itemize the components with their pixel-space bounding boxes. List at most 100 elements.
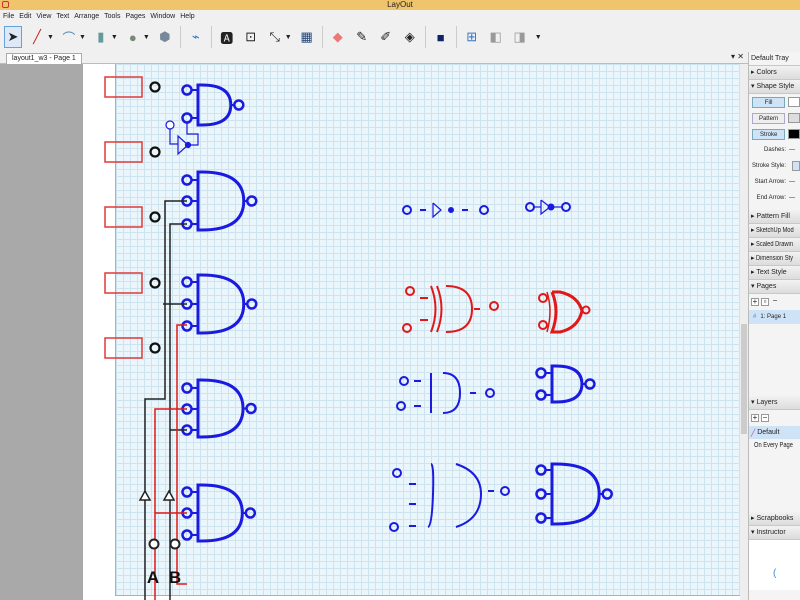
- arc-tool-icon[interactable]: ⌒: [62, 30, 76, 46]
- pattern-swatch[interactable]: [788, 113, 800, 123]
- dashes-select[interactable]: —: [789, 147, 795, 153]
- text-tool-icon[interactable]: 🅰: [220, 30, 234, 46]
- panel-instructor[interactable]: ▾ Instructor: [749, 526, 800, 540]
- input-terminal: [535, 367, 547, 379]
- gate-body: [196, 83, 233, 127]
- page-item[interactable]: #1: Page 1: [749, 310, 800, 324]
- chevron-down-icon[interactable]: ▼: [47, 33, 54, 41]
- stroke-swatch[interactable]: [788, 129, 800, 139]
- panel-dimension-style[interactable]: ▸ Dimension Sty: [749, 252, 800, 266]
- menu-help[interactable]: Help: [180, 13, 195, 20]
- terminal: [525, 202, 535, 212]
- pattern-button[interactable]: Pattern: [752, 112, 786, 124]
- duplicate-page-button[interactable]: ▫: [761, 298, 769, 306]
- join-tool-icon[interactable]: ◈: [404, 29, 415, 44]
- menu-window[interactable]: Window: [150, 13, 176, 20]
- chevron-down-icon[interactable]: ▼: [284, 33, 292, 41]
- remove-page-button[interactable]: −: [772, 296, 778, 305]
- menu-text[interactable]: Text: [56, 13, 70, 20]
- chevron-down-icon[interactable]: ▼: [78, 33, 86, 41]
- sample-tool-icon[interactable]: ✎: [356, 29, 368, 44]
- terminal: [489, 301, 499, 311]
- input-a-terminal[interactable]: [148, 538, 160, 550]
- circuit-drawing[interactable]: A B: [0, 64, 740, 600]
- menu-view[interactable]: View: [36, 13, 52, 20]
- vertical-scrollbar[interactable]: [740, 64, 748, 600]
- stroke-button[interactable]: Stroke: [752, 128, 786, 140]
- divider: [210, 26, 212, 48]
- layer-default[interactable]: ╱Default: [749, 426, 800, 439]
- panel-colors[interactable]: ▸ Colors: [749, 66, 800, 80]
- divider: [455, 26, 457, 48]
- nand-gate: [181, 273, 258, 335]
- layer-label: On Every Page: [754, 442, 793, 449]
- output-terminal: [149, 211, 161, 223]
- terminal: [396, 401, 406, 411]
- output-terminal: [149, 146, 161, 158]
- nand-gate: [181, 170, 258, 232]
- tab-page-1[interactable]: layout1_w3 - Page 1: [6, 53, 82, 64]
- terminal: [405, 286, 415, 296]
- panel-label: Colors: [756, 69, 777, 76]
- end-arrow-select[interactable]: —: [789, 195, 795, 201]
- fill-swatch[interactable]: [788, 97, 800, 107]
- panel-scrapbooks[interactable]: ▸ Scrapbooks: [749, 512, 800, 526]
- eraser-tool-icon[interactable]: ◆: [332, 29, 343, 44]
- tab-controls[interactable]: ▾ ✕: [731, 52, 744, 61]
- drawing-canvas[interactable]: A B: [0, 64, 740, 600]
- add-page-button[interactable]: +: [751, 297, 759, 306]
- nand-gate: [535, 462, 613, 526]
- input-terminal: [181, 529, 193, 541]
- menu-file[interactable]: File: [3, 13, 15, 20]
- line-tool-icon[interactable]: ╱: [33, 29, 41, 44]
- menu-arrange[interactable]: Arrange: [74, 13, 100, 20]
- label-tool-icon[interactable]: ⊡: [245, 29, 257, 44]
- buffer-icon: [540, 199, 551, 216]
- menu-tools[interactable]: Tools: [104, 13, 121, 20]
- output-bubble: [601, 488, 613, 500]
- fill-button[interactable]: Fill: [752, 96, 786, 108]
- chevron-down-icon[interactable]: ▼: [142, 33, 150, 41]
- input-b-terminal[interactable]: [169, 538, 181, 550]
- next-page-icon[interactable]: ◨: [513, 29, 526, 44]
- scrollbar-thumb[interactable]: [741, 324, 747, 434]
- output-terminal: [149, 277, 161, 289]
- remove-layer-button[interactable]: −: [761, 413, 769, 422]
- terminal: [500, 486, 510, 496]
- toolbar-overflow-icon[interactable]: ▼: [534, 33, 542, 41]
- panel-scaled-drawing[interactable]: ▸ Scaled Drawin: [749, 238, 800, 252]
- panel-pattern-fill[interactable]: ▸ Pattern Fill: [749, 210, 800, 224]
- rectangle-tool-icon[interactable]: ▮: [97, 29, 105, 44]
- terminal: [479, 205, 489, 215]
- stroke-style-select[interactable]: [792, 161, 800, 171]
- gate-body: [196, 378, 245, 439]
- terminal: [389, 522, 399, 532]
- layer-on-every-page[interactable]: On Every Page: [749, 439, 800, 452]
- start-arrow-label: Start Arrow:: [754, 179, 786, 185]
- menu-edit[interactable]: Edit: [19, 13, 32, 20]
- polygon-tool-icon[interactable]: ⬢: [159, 29, 171, 44]
- circle-tool-icon[interactable]: ●: [128, 29, 137, 45]
- gate-body: [550, 462, 601, 526]
- add-page-icon[interactable]: ⊞: [466, 29, 478, 44]
- panel-sketchup-model[interactable]: ▸ SketchUp Mod: [749, 224, 800, 238]
- add-layer-button[interactable]: +: [751, 413, 759, 422]
- panel-layers[interactable]: ▾ Layers: [749, 396, 800, 410]
- previous-page-icon[interactable]: ◧: [489, 29, 502, 44]
- label-box: [104, 272, 143, 294]
- layer-label: Default: [757, 429, 780, 436]
- start-arrow-select[interactable]: —: [789, 179, 795, 185]
- panel-shape-style[interactable]: ▾ Shape Style: [749, 80, 800, 94]
- input-terminal: [181, 382, 193, 394]
- menu-pages[interactable]: Pages: [125, 13, 146, 20]
- style-tool-icon[interactable]: ⌁: [191, 29, 200, 44]
- and-split-symbol: [396, 372, 495, 414]
- select-tool-icon[interactable]: ➤: [4, 26, 22, 48]
- panel-pages[interactable]: ▾ Pages: [749, 280, 800, 294]
- presentation-icon[interactable]: ■: [436, 29, 445, 45]
- dimension-tool-icon[interactable]: ⤡: [269, 29, 280, 44]
- panel-text-style[interactable]: ▸ Text Style: [749, 266, 800, 280]
- chevron-down-icon[interactable]: ▼: [110, 33, 118, 41]
- split-tool-icon[interactable]: ✐: [380, 29, 392, 44]
- table-tool-icon[interactable]: ▦: [300, 29, 313, 44]
